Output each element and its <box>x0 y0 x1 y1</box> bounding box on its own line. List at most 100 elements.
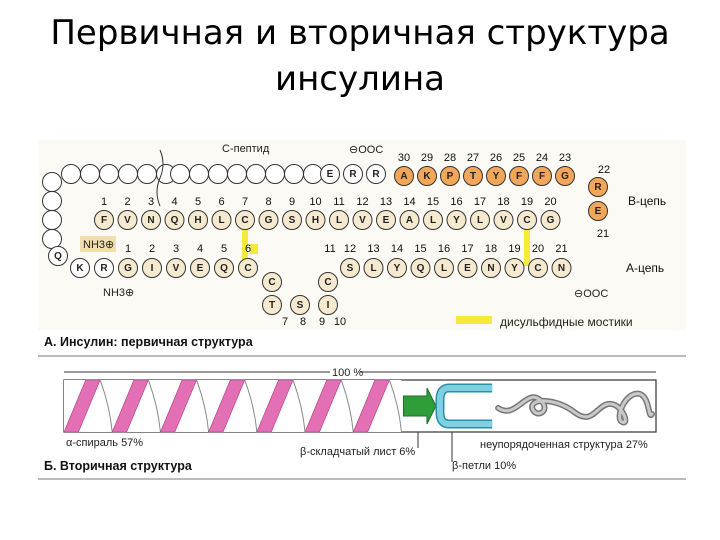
b-residue-2-circle <box>141 210 161 230</box>
b-number-17: 18 <box>497 196 509 208</box>
a-number-10: 15 <box>414 243 426 255</box>
b-residue-4: H <box>188 210 208 230</box>
alpha-helix-back-3 <box>244 379 258 433</box>
b-residue-18: C <box>517 210 537 230</box>
random-coil-shape-inner <box>496 392 654 424</box>
a-right-residue-1-letter: L <box>370 263 376 274</box>
c-peptide-bead-16-circle <box>284 164 304 184</box>
c-peptide-bead-12 <box>208 164 228 184</box>
a-loop-number-3: 10 <box>334 316 346 328</box>
c-peptide-bead-6-circle <box>99 164 119 184</box>
b-residue-18-letter: C <box>523 215 530 226</box>
a-right-residue-7: Y <box>504 258 525 278</box>
disulfide-legend-swatch <box>456 316 492 324</box>
b-top-residue-1-circle <box>417 166 437 186</box>
c-peptide-residue-2-letter: R <box>372 169 380 180</box>
b-top-number-1: 29 <box>421 152 433 164</box>
a-number-16: 21 <box>555 243 567 255</box>
a-left-residue-1: K <box>70 258 90 278</box>
a-loop-residue-1-letter: T <box>269 300 275 311</box>
b-residue-1-circle <box>117 210 138 230</box>
c-peptide-bead-13-circle <box>227 164 247 184</box>
a-left-residue-3-letter: G <box>124 263 132 274</box>
c-peptide-bead-10 <box>170 164 190 184</box>
c-peptide-bead-13 <box>227 164 247 184</box>
b-residue-15-letter: Y <box>453 215 460 226</box>
b-top-number-4: 26 <box>490 152 502 164</box>
a-number-3: 4 <box>197 243 203 255</box>
a-right-residue-8: C <box>528 258 548 278</box>
c-peptide-residue-0-circle <box>320 164 340 184</box>
b-residue-9-circle <box>305 210 326 230</box>
a-right-residue-8-letter: C <box>534 263 541 274</box>
ooc-b-label: ⊖OOC <box>349 144 383 156</box>
b-number-1: 2 <box>124 196 130 208</box>
b-residue-7: G <box>258 210 279 230</box>
a-right-residue-4: L <box>434 258 454 278</box>
alpha-helix-turn-3 <box>208 379 246 433</box>
b-number-13: 14 <box>403 196 415 208</box>
a-right-residue-0-letter: S <box>347 263 354 274</box>
c-peptide-residue-0: E <box>320 164 340 184</box>
b-residue-11-letter: V <box>359 215 366 226</box>
b-residue-15-circle <box>446 210 467 230</box>
b-residue-9-letter: H <box>312 215 319 226</box>
b-residue-6: C <box>235 210 255 230</box>
a-left-residue-6-letter: E <box>197 263 204 274</box>
a-chain-label: A-цепь <box>626 261 664 275</box>
b-residue-19: G <box>540 210 561 230</box>
b-top-residue-2-letter: P <box>447 171 454 182</box>
a-left-residue-6-circle <box>190 258 210 278</box>
c-peptide-bead-4-circle <box>61 164 81 184</box>
c-peptide-bead-0-circle <box>42 172 62 192</box>
b-residue-8-letter: S <box>289 215 296 226</box>
beta-loop-segment <box>435 383 493 429</box>
alpha-helix-label: α-спираль 57% <box>66 437 143 449</box>
b-turn-number-0: 22 <box>598 164 610 176</box>
a-left-residue-2: R <box>94 258 114 278</box>
a-number-8: 13 <box>367 243 379 255</box>
disulfide-bridges <box>242 226 530 266</box>
b-residue-8: S <box>282 210 302 230</box>
b-residue-12-letter: E <box>383 215 390 226</box>
beta-sheet-arrow <box>402 387 437 425</box>
b-turn-residue-1: E <box>588 201 608 221</box>
alpha-helix-turn-0 <box>63 379 101 433</box>
c-peptide-bead-17 <box>303 164 323 184</box>
b-top-residue-6-letter: F <box>539 171 545 182</box>
a-left-residue-1-circle <box>70 258 90 278</box>
b-residue-18-circle <box>517 210 537 230</box>
b-residue-5-circle <box>211 210 232 230</box>
b-number-0: 1 <box>101 196 107 208</box>
b-residue-14: L <box>423 210 443 230</box>
b-residue-13: A <box>399 210 420 230</box>
b-residue-10-circle <box>329 210 349 230</box>
b-residue-0-circle <box>94 210 114 230</box>
a-number-2: 3 <box>173 243 179 255</box>
slide-title: Первичная и вторичная структура инсулина <box>0 10 720 102</box>
b-residue-11-circle <box>352 210 373 230</box>
b-number-6: 7 <box>242 196 248 208</box>
a-left-residue-5: V <box>166 258 186 278</box>
disulfide-bridge-a6-a11 <box>250 244 258 254</box>
a-left-residue-5-letter: V <box>173 263 180 274</box>
nh3-b-bg <box>80 236 116 252</box>
a-loop-number-0: 7 <box>282 316 288 328</box>
b-number-19: 20 <box>544 196 556 208</box>
b-top-residue-3-circle <box>463 166 483 186</box>
a-loop-residue-0-circle <box>262 272 282 292</box>
b-top-number-3: 27 <box>467 152 479 164</box>
a-loop-number-1: 8 <box>300 316 306 328</box>
a-number-14: 19 <box>508 243 520 255</box>
b-top-residue-5: F <box>509 166 529 186</box>
a-right-residue-3: Q <box>410 258 431 278</box>
c-peptide-bead-8-circle <box>137 164 157 184</box>
a-right-residue-5-circle <box>457 258 478 278</box>
disulfide-bridge-b7-a7 <box>242 226 248 266</box>
panel-b-title: Б. Вторичная структура <box>44 459 193 473</box>
b-top-residue-4: Y <box>486 166 506 186</box>
disulfide-bridge-b19-a20 <box>524 226 530 266</box>
b-residue-5: L <box>211 210 232 230</box>
